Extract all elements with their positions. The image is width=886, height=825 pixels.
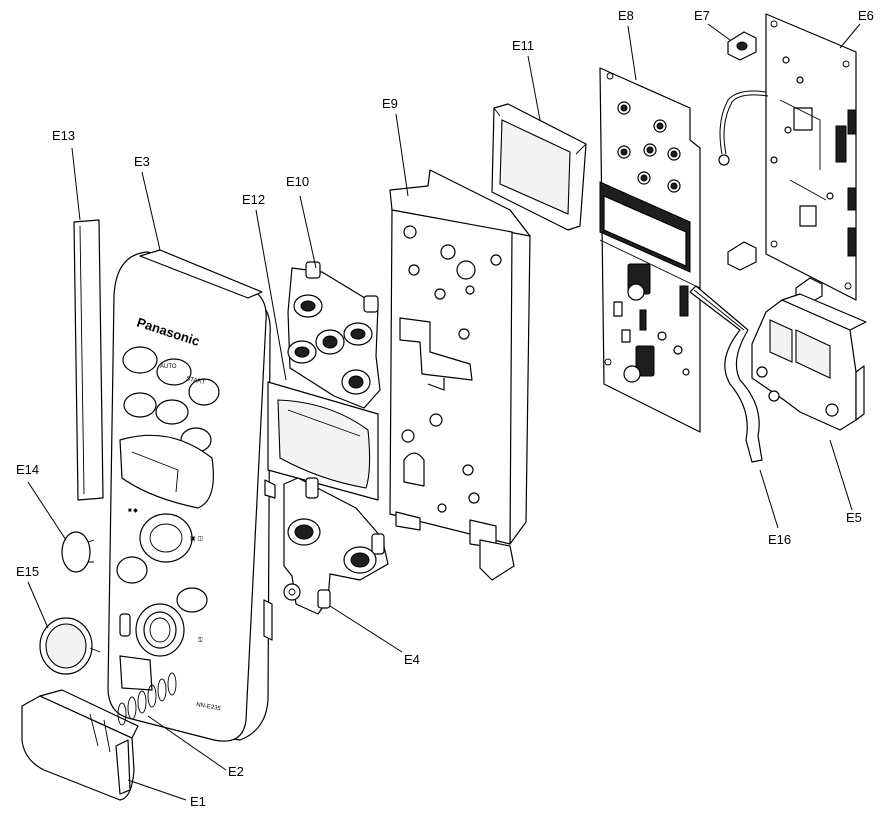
dial-marker-right: ▣ ◫ [190, 536, 203, 542]
label-e7: E7 [694, 8, 710, 23]
part-e6-power-pcb [765, 13, 857, 301]
label-e4: E4 [404, 652, 420, 667]
dial-marker-left: ■ ◆ [128, 508, 138, 514]
model-text: NN-E235 [196, 702, 222, 712]
part-e13-film [73, 219, 104, 501]
pocket-4 [123, 392, 157, 418]
ground-wire [718, 90, 769, 166]
part-e4-lower-keypad [283, 477, 389, 615]
label-e16: E16 [768, 532, 791, 547]
start-key-text: START [186, 376, 206, 386]
part-e9-metal-frame [389, 169, 531, 581]
part-e3-front-panel: Panasonic AUTO START ■ ◆ ▣ ◫ ⚿ NN-E235 [107, 249, 276, 742]
pocket-7 [116, 556, 148, 584]
part-e2-spring [117, 672, 177, 726]
pocket-3 [188, 378, 220, 406]
label-e10: E10 [286, 174, 309, 189]
leader-lines [27, 23, 861, 801]
pocket-8 [176, 587, 208, 613]
label-e11: E11 [512, 38, 534, 53]
label-e8: E8 [618, 8, 634, 23]
lock-symbol: ⚿ [198, 637, 203, 644]
display-window [119, 434, 214, 509]
part-e8-main-pcb [599, 67, 701, 433]
part-e16-ribbon-cable [689, 285, 763, 463]
label-e15: E15 [16, 564, 39, 579]
part-e12-display-lens [267, 381, 379, 501]
pocket-1 [122, 346, 158, 374]
label-e12: E12 [242, 192, 265, 207]
part-labels: E13 E3 E14 E15 E1 E2 E12 E10 E9 E11 E8 E… [16, 8, 874, 809]
pocket-2 [156, 358, 192, 386]
label-e2: E2 [228, 764, 244, 779]
part-e10-upper-keypad [287, 261, 381, 409]
label-e1: E1 [190, 794, 206, 809]
dial-recess [139, 513, 193, 563]
pocket-5 [155, 399, 189, 425]
label-e6: E6 [858, 8, 874, 23]
label-e3: E3 [134, 154, 150, 169]
label-e13: E13 [52, 128, 75, 143]
part-e1-door-lever [21, 689, 139, 801]
auto-key-text: AUTO [160, 364, 177, 370]
part-e11-display-frame [491, 103, 587, 231]
part-e15-dial-knob [39, 617, 101, 675]
part-e14-knob-cap [61, 531, 95, 573]
label-e9: E9 [382, 96, 398, 111]
label-e5: E5 [846, 510, 862, 525]
part-e5-switch-holder [751, 293, 867, 431]
label-e14: E14 [16, 462, 39, 477]
